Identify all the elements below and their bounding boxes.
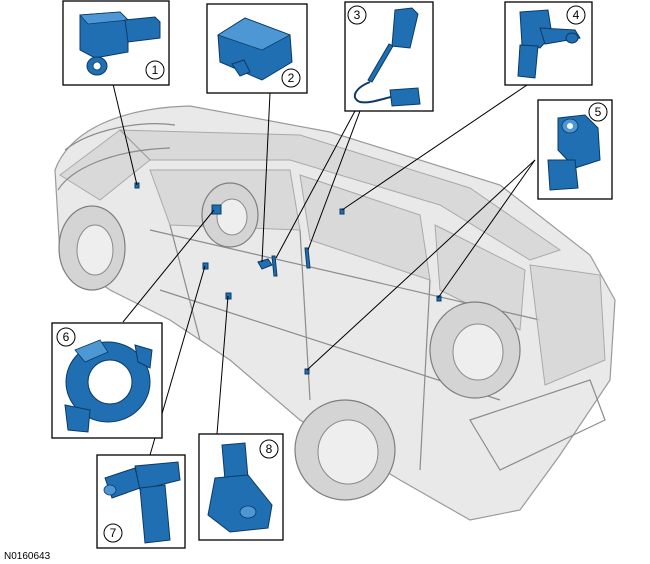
- vehicle-part-sensor-mark-4: [339, 208, 345, 215]
- callout-box-8: 8: [198, 433, 284, 541]
- rear-wheel-spare: [429, 301, 521, 399]
- leader-6: [122, 209, 215, 323]
- middle-wheel: [201, 182, 259, 248]
- callout-box-2: 2: [206, 3, 308, 94]
- leader-4: [341, 84, 528, 211]
- leader-lines: [112, 83, 536, 456]
- callout-circle-5: [588, 102, 608, 122]
- callout-circle-4: [566, 5, 586, 25]
- vehicle-icon: [54, 105, 616, 521]
- callout-circle-6: [56, 327, 76, 347]
- callout-number-3: 3: [354, 8, 361, 22]
- callout-circle-1: [145, 60, 165, 80]
- leader-3b: [307, 110, 361, 251]
- callout-number-2: 2: [288, 71, 295, 85]
- front-wheel: [58, 205, 126, 291]
- vehicle-part-module-mark: [257, 258, 273, 270]
- leader-2: [261, 92, 271, 263]
- sensor-4-icon: [517, 9, 581, 79]
- callout-number-1: 1: [152, 63, 159, 77]
- callout-number-5: 5: [595, 105, 602, 119]
- figure-id: N0160643: [4, 551, 51, 562]
- callout-box-4: 4: [504, 1, 593, 86]
- sensor-5-icon: [547, 114, 601, 191]
- leader-5b: [306, 159, 536, 371]
- sensor-8-icon: [207, 442, 273, 533]
- callout-box-7: 7: [96, 454, 186, 549]
- callout-number-6: 6: [63, 330, 70, 344]
- vehicle-part-clockspring-mark: [211, 204, 222, 215]
- callout-circle-7: [103, 523, 123, 543]
- rear-wheel: [294, 399, 396, 501]
- leader-3a: [275, 110, 356, 259]
- vehicle-part-buckle-mark-b: [304, 247, 311, 269]
- callout-circle-3: [347, 5, 367, 25]
- callout-box-1: 1: [62, 0, 170, 86]
- seatbelt-buckle-3-icon: [353, 7, 421, 107]
- callout-box-3: 3: [344, 1, 434, 112]
- callout-circle-8: [259, 439, 279, 459]
- callout-box-5: 5: [537, 99, 613, 200]
- leader-1: [112, 83, 138, 186]
- vehicle-part-sensor-mark-7: [202, 262, 209, 270]
- vehicle-part-buckle-mark-a: [271, 255, 278, 277]
- sensor-1-icon: [79, 11, 161, 76]
- callout-circle-2: [281, 68, 301, 88]
- leader-8: [216, 295, 229, 435]
- callout-box-6: 6: [51, 322, 163, 439]
- callout-number-8: 8: [266, 442, 273, 456]
- module-2-icon: [217, 17, 293, 81]
- callout-number-7: 7: [110, 526, 117, 540]
- callout-number-4: 4: [573, 8, 580, 22]
- sensor-7-icon: [103, 461, 181, 544]
- vehicle-part-sensor-mark-8: [225, 292, 232, 300]
- leader-5a: [437, 159, 536, 299]
- vehicle-part-sensor-mark-5b: [304, 368, 310, 375]
- clockspring-6-icon: [64, 339, 153, 433]
